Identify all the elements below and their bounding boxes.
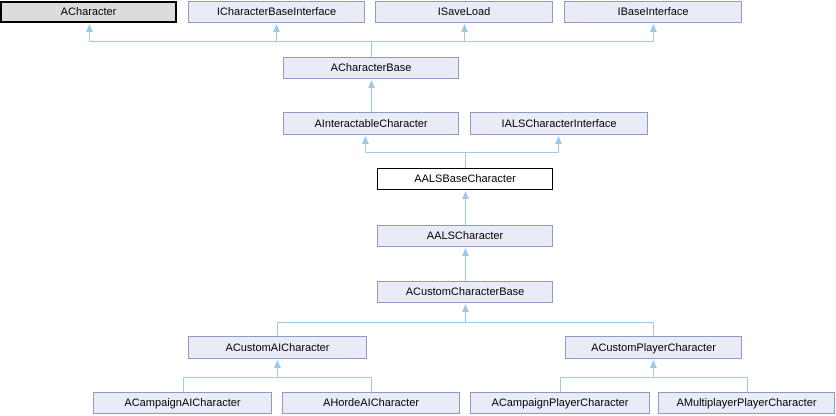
arrowhead-ibaseinterface [650,24,657,32]
edge-ai-children-to-acustomaicharacter [183,360,372,392]
arrowhead-acustomcharacterbase [462,304,469,312]
arrowhead-aalscharacter [462,248,469,256]
node-amultiplayerplayercharacter[interactable]: AMultiplayerPlayerCharacter [658,392,835,414]
node-icharacterbaseinterface[interactable]: ICharacterBaseInterface [188,1,365,23]
arrowhead-acustomaicharacter [274,360,281,368]
arrowhead-aalsbasecharacter [462,191,469,199]
arrowhead-ialscharacterinterface [555,136,562,144]
node-acustomcharacterbase[interactable]: ACustomCharacterBase [377,281,553,303]
node-ahordeaicharacter[interactable]: AHordeAICharacter [282,392,460,414]
node-ainteractablecharacter[interactable]: AInteractableCharacter [283,112,459,135]
node-acharacter: ACharacter [0,1,177,23]
node-isaveload[interactable]: ISaveLoad [375,1,553,23]
node-acustomaicharacter[interactable]: ACustomAICharacter [188,336,367,359]
node-acharacterbase[interactable]: ACharacterBase [283,57,459,79]
arrowhead-acustomplayercharacter [650,360,657,368]
node-ialscharacterinterface[interactable]: IALSCharacterInterface [470,112,648,135]
arrowhead-isaveload [461,24,468,32]
node-acampaignplayercharacter[interactable]: ACampaignPlayerCharacter [470,392,650,414]
edge-aalsbasecharacter-to-parents [362,136,562,168]
edge-ainteractablecharacter-to-acharacterbase [368,80,375,112]
node-aalscharacter[interactable]: AALSCharacter [377,225,553,247]
edge-aalscharacter-to-aalsbasecharacter [462,191,469,225]
edge-custom-children-to-acustomcharacterbase [277,304,654,336]
edge-acustomcharacterbase-to-aalscharacter [462,248,469,281]
edge-acharacterbase-to-top-row [86,24,657,57]
node-aalsbasecharacter: AALSBaseCharacter [377,168,553,190]
arrowhead-icharacterbaseinterface [273,24,280,32]
arrowhead-acharacter [86,24,93,32]
arrowhead-acharacterbase [368,80,375,88]
node-acampaignaicharacter[interactable]: ACampaignAICharacter [93,392,272,414]
edge-player-children-to-acustomplayercharacter [560,360,748,392]
node-acustomplayercharacter[interactable]: ACustomPlayerCharacter [565,336,742,359]
node-ibaseinterface[interactable]: IBaseInterface [564,1,742,23]
arrowhead-ainteractablecharacter [362,136,369,144]
